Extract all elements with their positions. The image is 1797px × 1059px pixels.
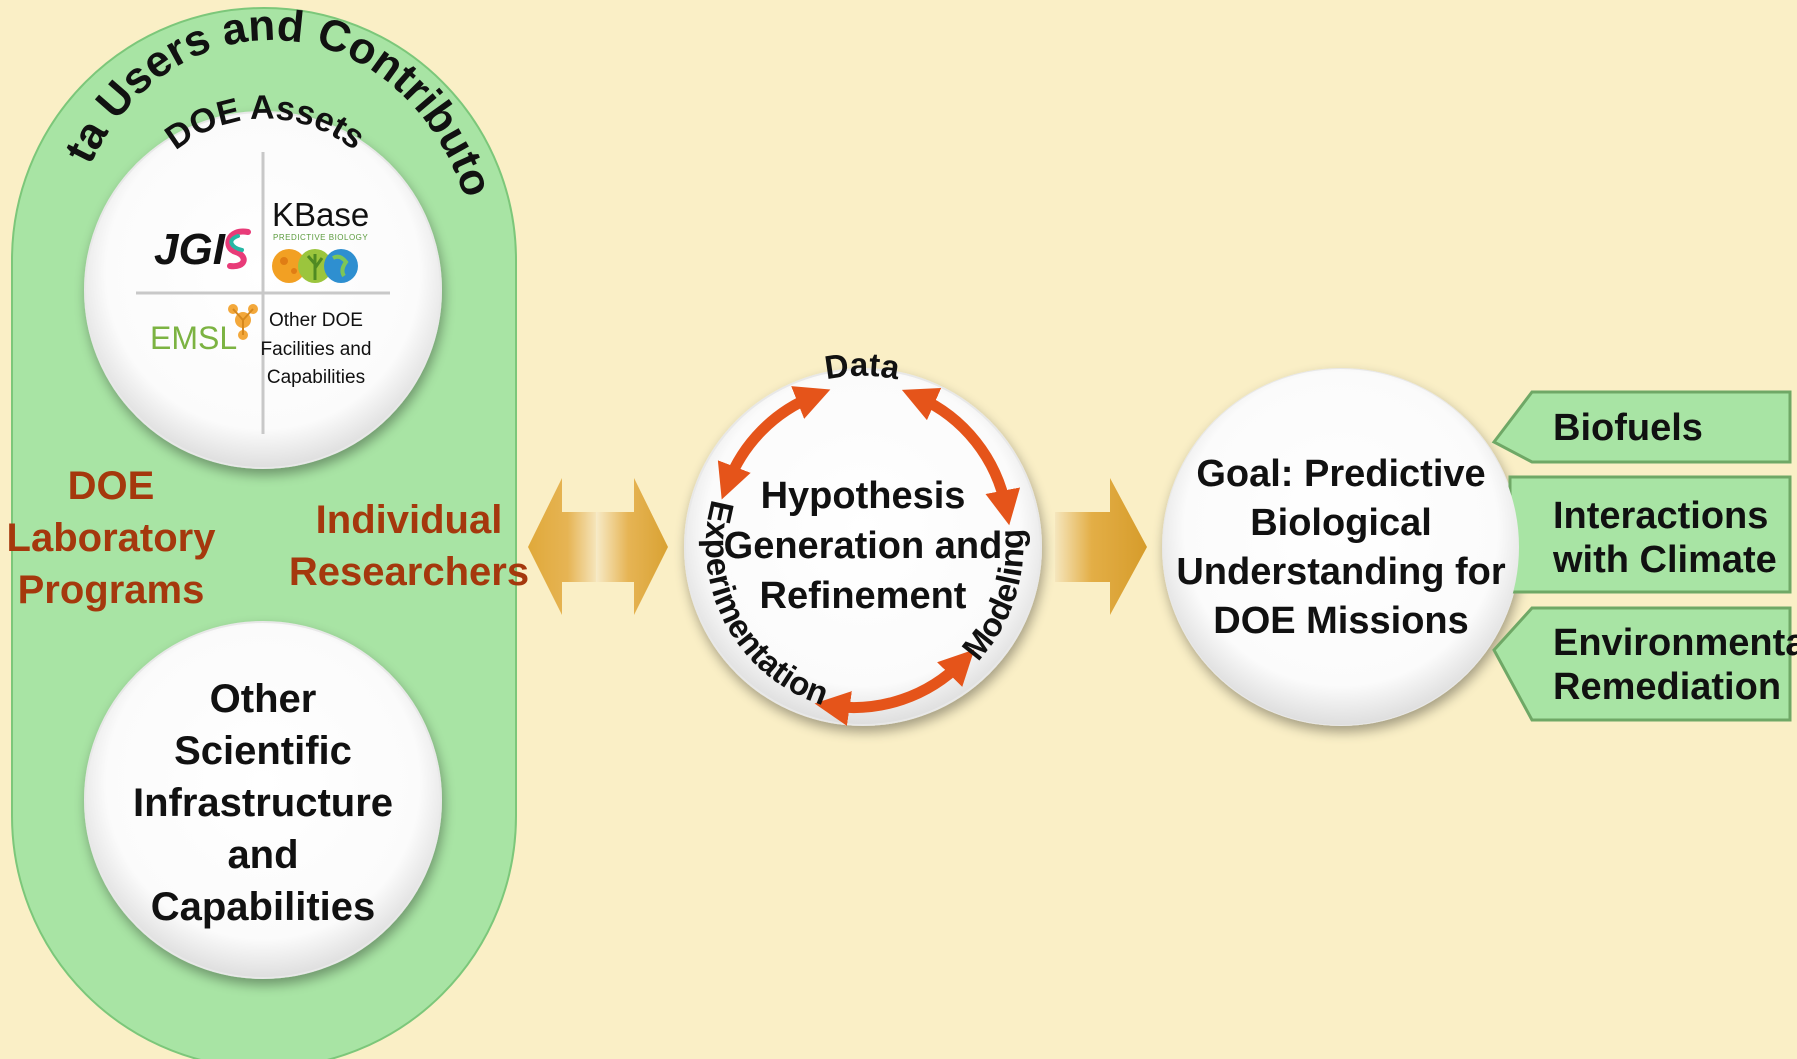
kbase-tagline: PREDICTIVE BIOLOGY [273,233,368,242]
jgi-swoosh-icon [225,228,251,270]
svg-text:JGI: JGI [154,225,226,274]
bidirectional-arrow-icon [528,478,668,615]
doe-assets-content: DOE Assets JGI KBase PREDICTIVE BIOLOGY … [136,89,390,434]
mission-tab-remediation [1492,606,1792,722]
other-doe-facilities: Other DOE Facilities and Capabilities [261,310,372,388]
svg-text:EMSL: EMSL [150,320,237,356]
cycle-arrow-modeling-experimentation-icon [814,649,975,726]
individual-researchers-label: Individual Researchers [289,498,529,594]
svg-text:DOE Missions: DOE Missions [1213,600,1469,642]
mission-remediation-label-2: Remediation [1553,666,1781,708]
other-infrastructure-circle [84,621,442,979]
right-arrow-icon [1055,478,1147,615]
svg-text:Biological: Biological [1250,502,1432,544]
kbase-logo: KBase PREDICTIVE BIOLOGY [272,196,369,283]
svg-text:Individual: Individual [316,498,503,542]
doe-laboratory-programs-label: DOE Laboratory Programs [7,464,217,612]
svg-text:Capabilities: Capabilities [151,885,376,929]
kbase-cell-icon [272,249,306,283]
svg-text:Refinement: Refinement [760,575,967,617]
mission-biofuels-label: Biofuels [1553,407,1703,449]
svg-text:Hypothesis: Hypothesis [761,475,966,517]
mission-labels: Biofuels Interactions with Climate Envir… [1552,407,1797,708]
svg-text:Programs: Programs [18,568,205,612]
svg-text:Other: Other [210,677,317,721]
svg-text:Facilities and: Facilities and [261,339,372,360]
mission-remediation-label-1: Environmental [1553,622,1797,664]
svg-text:and: and [227,833,298,877]
mission-tab-biofuels [1491,390,1792,464]
svg-text:Infrastructure: Infrastructure [133,781,393,825]
cycle-arrow-experimentation-data-icon [717,386,831,500]
mission-climate-label-1: Interactions [1553,495,1768,537]
jgi-logo: JGI [154,225,251,274]
cycle-arrows [717,386,1021,726]
svg-text:Other DOE: Other DOE [269,310,363,331]
svg-text:DOE: DOE [68,464,155,508]
svg-text:KBase: KBase [272,196,369,233]
cycle-center-label: Hypothesis Generation and Refinement [724,475,1003,617]
svg-text:Generation and: Generation and [724,525,1003,567]
svg-text:Understanding for: Understanding for [1176,551,1506,593]
other-infrastructure-label: Other Scientific Infrastructure and Capa… [133,677,393,929]
cycle-arrow-data-modeling-icon [901,388,1021,526]
mission-climate-label-2: with Climate [1552,539,1777,581]
jgi-swoosh-accent-icon [229,234,244,252]
cycle-label-data: Data [822,346,903,387]
kbase-globe-icon [324,249,358,283]
svg-text:Capabilities: Capabilities [267,367,365,388]
goal-label: Goal: Predictive Biological Understandin… [1176,453,1506,642]
emsl-logo: EMSL [150,304,258,356]
svg-text:Scientific: Scientific [174,729,352,773]
svg-text:Goal: Predictive: Goal: Predictive [1196,453,1485,495]
mission-tabs [1491,390,1792,722]
svg-text:Researchers: Researchers [289,550,529,594]
svg-text:Laboratory: Laboratory [7,516,217,560]
